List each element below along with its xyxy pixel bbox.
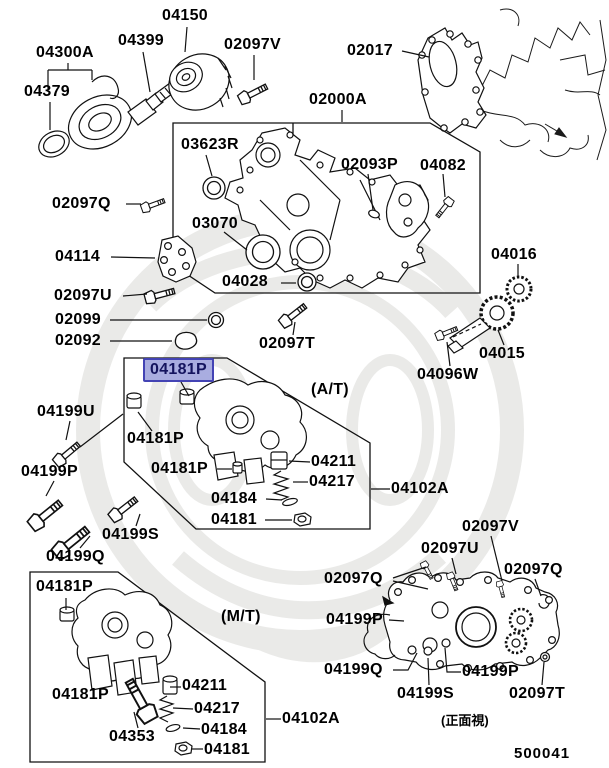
part-label-02093p[interactable]: 02093P <box>341 156 398 173</box>
doc-code: 500041 <box>514 745 571 762</box>
part-label-04199p-bottom[interactable]: 04199P <box>462 663 519 680</box>
seals-and-orings-art <box>174 176 317 350</box>
part-label-04150[interactable]: 04150 <box>162 7 208 24</box>
part-label-04184-at[interactable]: 04184 <box>211 490 257 507</box>
part-label-04181-mt[interactable]: 04181 <box>204 741 250 758</box>
part-label-04015[interactable]: 04015 <box>479 345 525 362</box>
part-label-02017[interactable]: 02017 <box>347 42 393 59</box>
engine-block-sketch <box>474 8 607 161</box>
pump-cover-art <box>368 181 430 238</box>
part-label-04199q-left[interactable]: 04199Q <box>46 548 105 565</box>
part-label-04181p-highlighted[interactable]: 04181P <box>143 358 214 382</box>
oil-pump-at-art <box>126 378 312 527</box>
front-view-case-art <box>363 571 560 672</box>
part-label-04181p-mt-top[interactable]: 04181P <box>36 578 93 595</box>
part-label-04199u[interactable]: 04199U <box>37 403 95 420</box>
part-label-04399[interactable]: 04399 <box>118 32 164 49</box>
part-label-03623r[interactable]: 03623R <box>181 136 239 153</box>
part-label-02097u-bottom[interactable]: 02097U <box>421 540 479 557</box>
part-label-02097v-bottom[interactable]: 02097V <box>462 518 519 535</box>
note-front-view: (正面視) <box>441 713 489 728</box>
part-label-04016[interactable]: 04016 <box>491 246 537 263</box>
part-label-04211-mt[interactable]: 04211 <box>182 677 228 694</box>
part-label-04102a-at[interactable]: 04102A <box>391 480 449 497</box>
part-label-04181p-at-left[interactable]: 04181P <box>127 430 184 447</box>
part-label-04028[interactable]: 04028 <box>222 273 268 290</box>
part-label-04199s-bottom[interactable]: 04199S <box>397 685 454 702</box>
part-label-03070[interactable]: 03070 <box>192 215 238 232</box>
leader-lines <box>45 26 545 750</box>
part-label-02097q-right[interactable]: 02097Q <box>504 561 563 578</box>
part-label-04199p-mid[interactable]: 04199P <box>326 611 383 628</box>
part-label-04181p-mt-left[interactable]: 04181P <box>52 686 109 703</box>
part-label-02097q-top[interactable]: 02097Q <box>52 195 111 212</box>
part-label-02099[interactable]: 02099 <box>55 311 101 328</box>
part-label-04199s-left[interactable]: 04199S <box>102 526 159 543</box>
gears-art <box>447 275 533 354</box>
part-label-02097q-bottomleft[interactable]: 02097Q <box>324 570 383 587</box>
part-label-04211-at[interactable]: 04211 <box>311 453 357 470</box>
part-label-02097v-top[interactable]: 02097V <box>224 36 281 53</box>
part-label-02092[interactable]: 02092 <box>55 332 101 349</box>
front-case-art <box>224 127 431 289</box>
pulley-04300a-art <box>38 75 133 158</box>
part-label-04096w[interactable]: 04096W <box>417 366 479 383</box>
part-label-04199p-left[interactable]: 04199P <box>21 463 78 480</box>
oil-pump-mt-art <box>59 588 193 756</box>
part-label-04379[interactable]: 04379 <box>24 83 70 100</box>
part-label-04114[interactable]: 04114 <box>55 248 101 265</box>
part-label-02097t-bottom[interactable]: 02097T <box>509 685 566 702</box>
part-label-02000a[interactable]: 02000A <box>309 91 367 108</box>
part-label-04181p-at-mid[interactable]: 04181P <box>151 460 208 477</box>
part-label-04353[interactable]: 04353 <box>109 728 155 745</box>
part-label-04102a-mt[interactable]: 04102A <box>282 710 340 727</box>
part-label-04217-at[interactable]: 04217 <box>309 473 355 490</box>
oil-filter-04150-art <box>168 53 233 111</box>
part-label-04199q-bottom[interactable]: 04199Q <box>324 661 383 678</box>
note-mt: (M/T) <box>221 608 261 625</box>
part-label-04184-mt[interactable]: 04184 <box>201 721 247 738</box>
bracket-04114-art <box>157 235 197 283</box>
part-label-02097t-mid[interactable]: 02097T <box>259 335 316 352</box>
part-label-02097u-left[interactable]: 02097U <box>54 287 112 304</box>
part-label-04082[interactable]: 04082 <box>420 157 466 174</box>
part-label-04300a[interactable]: 04300A <box>36 44 94 61</box>
part-label-04181-at[interactable]: 04181 <box>211 511 257 528</box>
part-label-04217-mt[interactable]: 04217 <box>194 700 240 717</box>
gasket-02017-art <box>417 27 487 134</box>
note-at: (A/T) <box>311 381 349 398</box>
